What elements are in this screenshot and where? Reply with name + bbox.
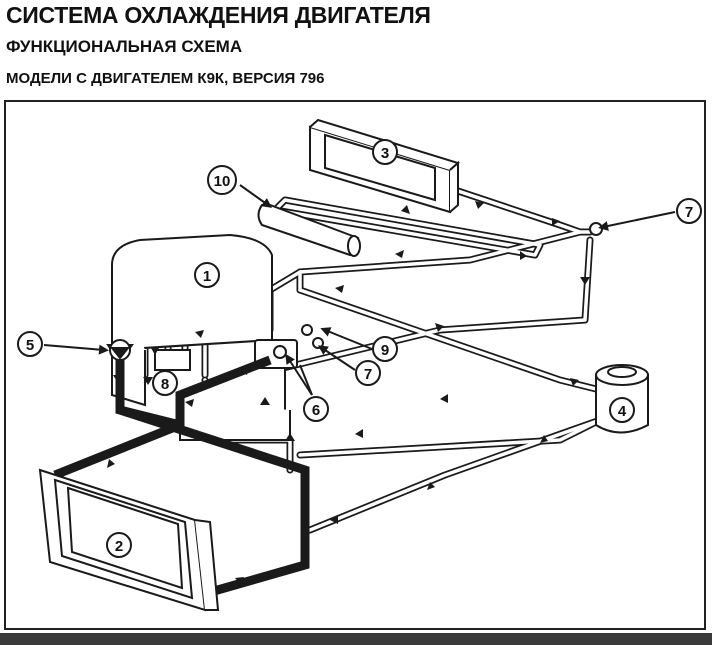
callout-labels: 1 2 3 4 5 6 7 7 8 9 10	[26, 145, 693, 555]
bleed-screw	[589, 222, 603, 236]
leader-10	[239, 184, 273, 208]
callout-2-circle	[106, 532, 132, 558]
leader-7-mid	[317, 345, 356, 371]
callout-7-second: 7	[364, 366, 372, 383]
diagram-subtitle: ФУНКЦИОНАЛЬНАЯ СХЕМА	[6, 37, 243, 56]
callout-4: 4	[618, 403, 627, 420]
leader-6	[285, 353, 313, 396]
leader-6b	[299, 364, 313, 396]
model-line: МОДЕЛИ С ДВИГАТЕЛЕМ К9К, ВЕРСИЯ 796	[6, 70, 325, 87]
callout-3: 3	[381, 145, 389, 162]
leader-7-top	[598, 211, 676, 231]
sensor-block	[154, 349, 191, 371]
callout-8-circle	[152, 370, 178, 396]
callout-9: 9	[381, 342, 389, 359]
callout-7: 7	[685, 204, 693, 221]
callout-1: 1	[203, 268, 211, 285]
diagram-title: СИСТЕМА ОХЛАЖДЕНИЯ ДВИГАТЕЛЯ	[6, 2, 431, 28]
leader-9	[320, 327, 373, 350]
degassing-valve	[106, 339, 134, 364]
callout-3-circle	[372, 139, 398, 165]
callout-4-circle	[609, 397, 635, 423]
callout-8: 8	[161, 376, 169, 393]
heater-core	[309, 118, 461, 214]
diagram-frame	[4, 100, 706, 630]
flow-arrows	[107, 201, 590, 585]
callout-5: 5	[26, 337, 34, 354]
egr-cooler	[257, 204, 361, 257]
callout-10-circle	[207, 165, 237, 195]
callout-6-circle	[303, 396, 329, 422]
callout-10: 10	[214, 173, 231, 190]
callout-7a-circle	[676, 198, 702, 224]
callout-9-circle	[372, 336, 398, 362]
radiator-circuit	[53, 355, 310, 600]
callout-5-circle	[17, 331, 43, 357]
callout-1-circle	[194, 262, 220, 288]
callout-6: 6	[312, 402, 320, 419]
leader-5	[43, 344, 109, 355]
callout-leaders	[43, 184, 676, 396]
callout-circles	[17, 139, 702, 558]
callout-7b-circle	[355, 360, 381, 386]
bottom-bar	[0, 633, 712, 645]
callout-2: 2	[115, 538, 123, 555]
